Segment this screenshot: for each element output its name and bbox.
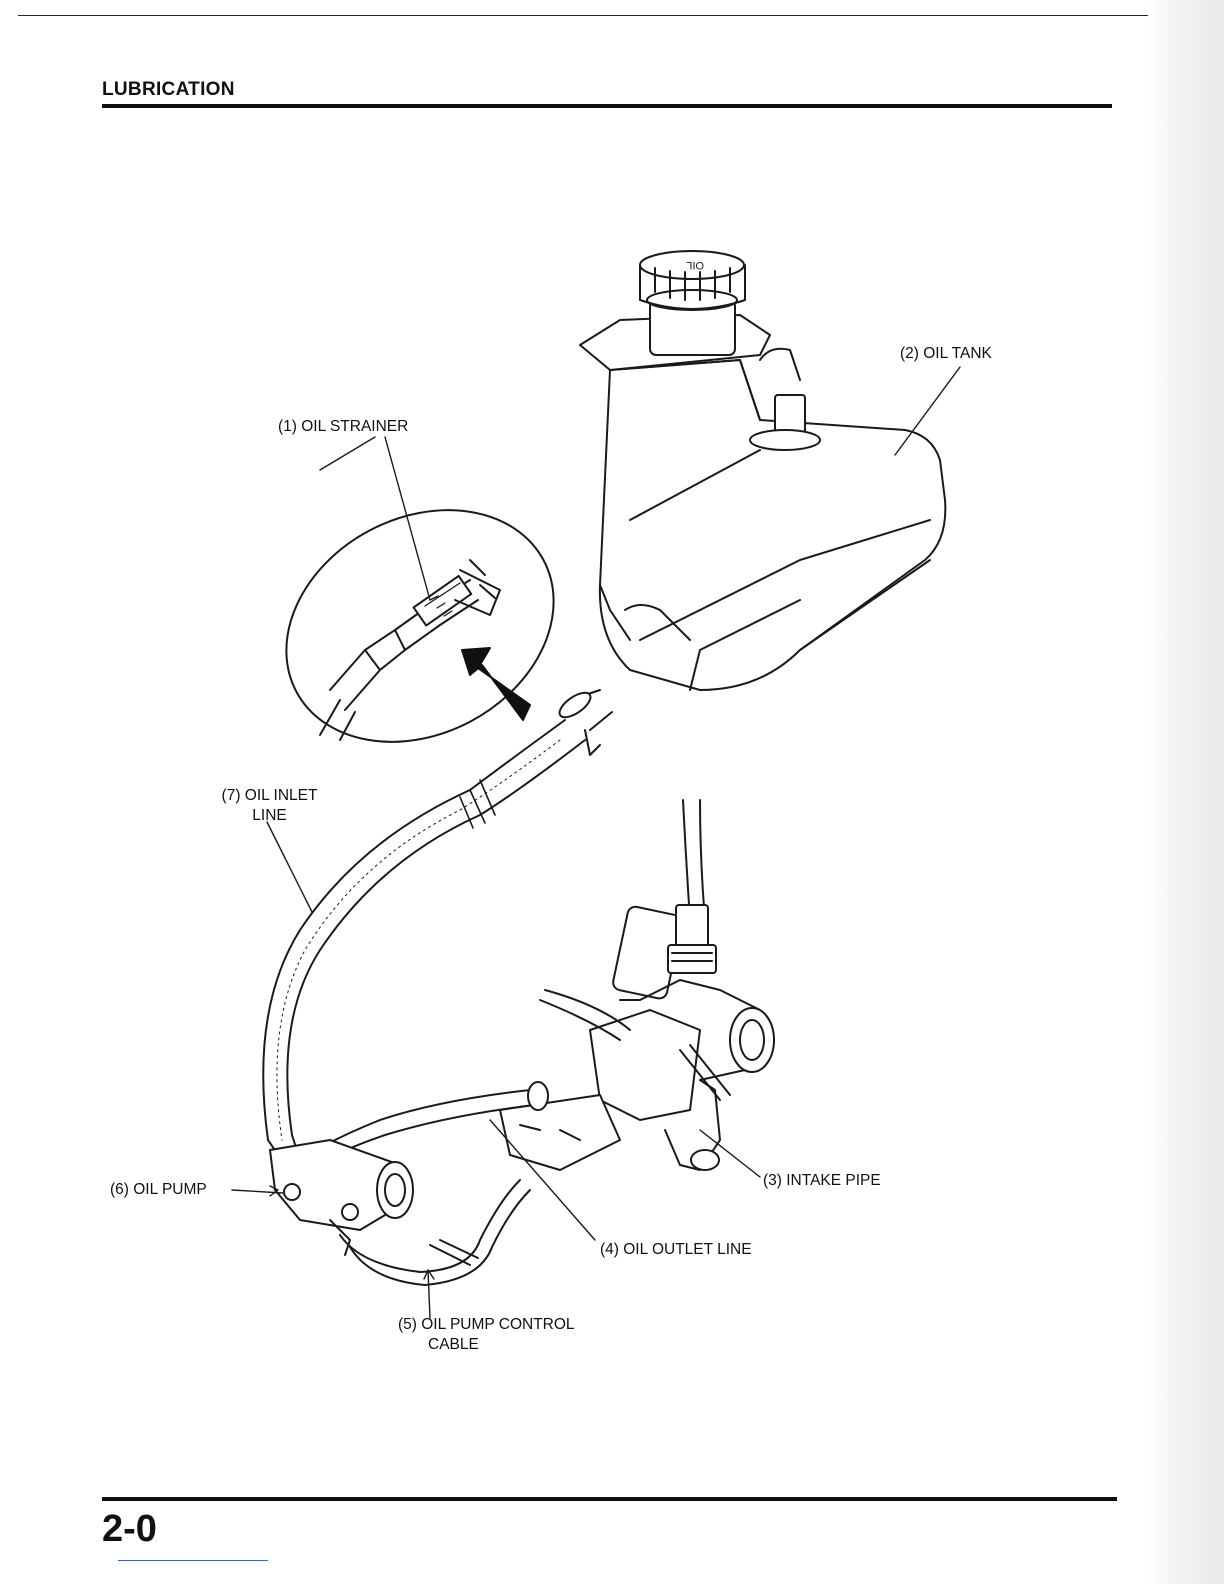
callout-oil-pump: (6) OIL PUMP xyxy=(110,1180,207,1200)
bottom-link-line xyxy=(118,1560,268,1561)
callout-oil-tank: (2) OIL TANK xyxy=(900,344,992,364)
callout-oil-pump-control-cable-line2: CABLE xyxy=(398,1335,575,1355)
callout-intake-pipe: (3) INTAKE PIPE xyxy=(763,1171,881,1191)
callout-oil-inlet-line-line2: LINE xyxy=(212,806,327,826)
footer-rule xyxy=(102,1497,1117,1501)
callout-oil-outlet-line: (4) OIL OUTLET LINE xyxy=(600,1240,752,1260)
callout-oil-pump-control-cable: (5) OIL PUMP CONTROL CABLE xyxy=(398,1315,575,1355)
callout-oil-inlet-line: (7) OIL INLET LINE xyxy=(212,786,327,826)
svg-text:OIL: OIL xyxy=(686,259,704,271)
callout-oil-strainer: (1) OIL STRAINER xyxy=(278,417,408,437)
oil-tank-drawing: OIL xyxy=(556,251,946,755)
page-number: 2-0 xyxy=(102,1508,157,1551)
strainer-inset-drawing xyxy=(246,465,595,787)
callout-oil-inlet-line-line1: (7) OIL INLET xyxy=(212,786,327,806)
carburetor-drawing xyxy=(500,800,774,1170)
callout-oil-pump-control-cable-line1: (5) OIL PUMP CONTROL xyxy=(398,1315,575,1335)
